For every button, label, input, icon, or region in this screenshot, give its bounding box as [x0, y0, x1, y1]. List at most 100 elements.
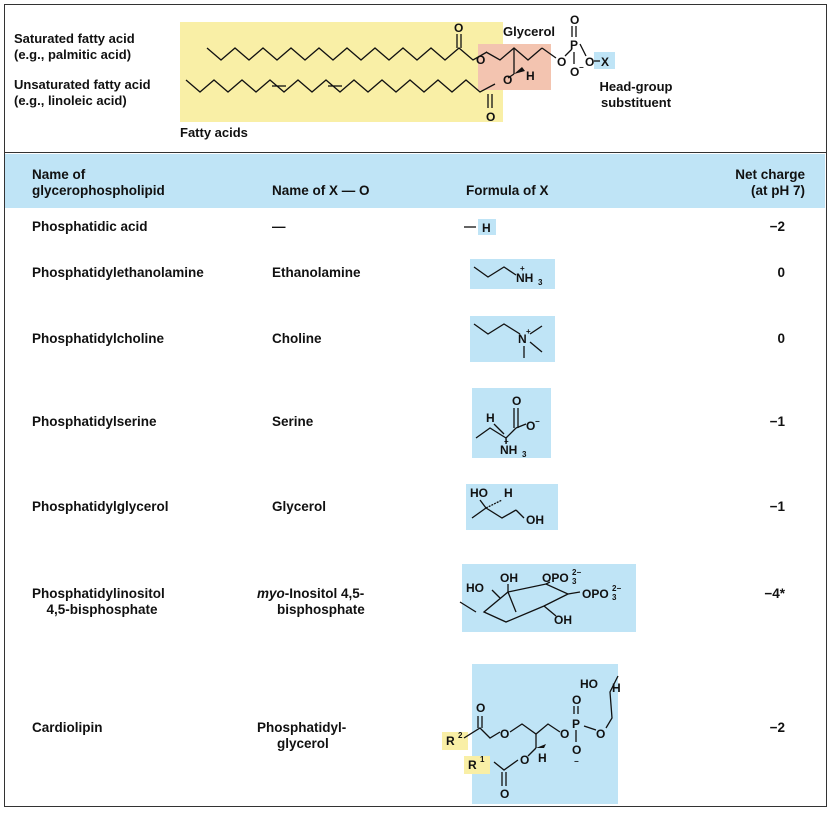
row-4-minus: −	[535, 417, 540, 426]
row-7-p-atom: P	[572, 717, 580, 731]
row-4-x-name: Serine	[272, 414, 314, 429]
row-2-formula: NH 3 +	[470, 259, 555, 289]
head-group-label-2: substituent	[600, 95, 672, 110]
row-7-carbonyl-o-top: O	[476, 701, 485, 715]
row-7-r1-sup: 1	[480, 755, 485, 764]
row-1-charge: −2	[769, 219, 785, 234]
phosphate-o-top: O	[570, 13, 579, 27]
saturated-chain-bond	[206, 47, 488, 61]
section-divider	[4, 152, 827, 153]
row-5-h: H	[504, 486, 513, 500]
row-5-ho: HO	[470, 486, 488, 500]
row-7-o-bridge-2: O	[596, 727, 605, 741]
row-1-formula: H	[464, 219, 496, 235]
header-name-line1: Name of	[32, 167, 86, 182]
unsaturated-example: (e.g., linoleic acid)	[14, 93, 127, 108]
row-7-name: Cardiolipin	[32, 720, 103, 735]
row-7-p-o-top: O	[572, 693, 581, 707]
row-6-opo3-top: OPO	[542, 571, 569, 585]
phosphate-o-ester: O	[585, 55, 594, 69]
row-4-h-atom: H	[486, 411, 495, 425]
wedge-h-bond	[514, 67, 525, 74]
row-7-ester-o-1: O	[500, 727, 509, 741]
myo-prefix: myo	[257, 586, 285, 601]
glycerophospholipid-structure: O O O O H O P O O − O X	[180, 13, 615, 124]
row-7-r2: R	[446, 734, 455, 748]
row-6-charge-right: 2−	[612, 584, 621, 593]
row-4-o-minus: O	[526, 419, 535, 433]
row-4-plus: +	[504, 437, 509, 446]
unsaturated-carbonyl-o: O	[486, 110, 495, 124]
row-4-nh3: NH	[500, 443, 517, 457]
header-x-o: Name of X — O	[272, 183, 370, 198]
row-2-sub3: 3	[538, 278, 543, 287]
row-5-name: Phosphatidylglycerol	[32, 499, 169, 514]
row-2-plus: +	[520, 264, 525, 273]
row-7-formula: R 2 R 1 O O O P O O − O HO H O H O	[442, 664, 621, 804]
row-4-sub3: 3	[522, 450, 527, 459]
table-header	[5, 154, 825, 208]
row-7-x-name-line1: Phosphatidyl-	[257, 720, 347, 735]
glycerol-h: H	[526, 69, 535, 83]
header-name-line2: glycerophospholipid	[32, 183, 165, 198]
row-7-r1: R	[468, 758, 477, 772]
glycerol-label: Glycerol	[503, 24, 556, 39]
row-6-charge: −4*	[764, 586, 785, 601]
row-6-sub3-top: 3	[572, 577, 577, 586]
row-5-x-name: Glycerol	[272, 499, 327, 514]
glycerol-o-bond	[507, 73, 515, 79]
row-3-name: Phosphatidylcholine	[32, 331, 165, 346]
ester-o-1: O	[476, 53, 485, 67]
head-group-label-1: Head-group	[599, 79, 673, 94]
row-6-formula: HO OH OPO 3 2− OPO 3 2− OH	[459, 564, 636, 632]
row-4-formula: H O O − NH 3 +	[472, 388, 551, 459]
saturated-carbonyl-o: O	[454, 21, 463, 35]
row-6-x-name-line1: myo-Inositol 4,5-	[257, 586, 364, 602]
row-2-charge: 0	[777, 265, 785, 280]
inositol-name: -Inositol 4,5-	[284, 586, 365, 601]
row-6-sub3-right: 3	[612, 593, 617, 602]
row-1-h-atom: H	[482, 221, 491, 235]
row-4-name: Phosphatidylserine	[32, 414, 157, 429]
fatty-acids-label: Fatty acids	[180, 125, 248, 140]
row-6-oh-bottom: OH	[554, 613, 572, 627]
row-6-name-line1: Phosphatidylinositol	[32, 586, 165, 601]
row-6-oh-top: OH	[500, 571, 518, 585]
saturated-label: Saturated fatty acid	[14, 31, 135, 46]
row-5-formula: HO H OH	[466, 484, 558, 530]
header-formula: Formula of X	[466, 183, 549, 198]
row-5-oh: OH	[526, 513, 544, 527]
phosphorus-atom: P	[570, 38, 578, 52]
row-6-name-line2: 4,5-bisphosphate	[46, 602, 158, 617]
row-6-opo3-right: OPO	[582, 587, 609, 601]
o-p-bond	[564, 48, 573, 57]
row-7-ho: HO	[580, 677, 598, 691]
row-6-ho: HO	[466, 581, 484, 595]
row-4-carbonyl-o: O	[512, 394, 521, 408]
row-7-carbonyl-o-bottom: O	[500, 787, 509, 801]
row-6-charge-top: 2−	[572, 568, 581, 577]
row-7-h-top: H	[612, 681, 621, 695]
row-5-charge: −1	[769, 499, 785, 514]
row-7-p-o-minus: O	[572, 743, 581, 757]
row-2-x-name: Ethanolamine	[272, 265, 361, 280]
saturated-example: (e.g., palmitic acid)	[14, 47, 132, 62]
header-charge-line2: (at pH 7)	[751, 183, 805, 198]
unsaturated-label: Unsaturated fatty acid	[14, 77, 151, 92]
row-1-name: Phosphatidic acid	[32, 219, 148, 234]
row-6-x-name-line2: bisphosphate	[277, 602, 365, 617]
p-o-ester-bond	[579, 43, 587, 57]
row-7-r2-sup: 2	[458, 731, 463, 740]
figure-frame	[4, 4, 827, 807]
row-2-name: Phosphatidylethanolamine	[32, 265, 204, 280]
row-1-x-name: —	[272, 219, 286, 234]
row-3-x-name: Choline	[272, 331, 322, 346]
head-group-x-highlight	[594, 52, 615, 69]
row-7-charge: −2	[769, 720, 785, 735]
row-7-x-name-line2: glycerol	[277, 736, 329, 751]
unsaturated-chain-bond	[185, 79, 496, 93]
row-3-charge: 0	[777, 331, 785, 346]
row-7-ester-o-2: O	[520, 753, 529, 767]
row-3-formula: N +	[470, 316, 555, 362]
x-substituent: X	[601, 55, 609, 69]
